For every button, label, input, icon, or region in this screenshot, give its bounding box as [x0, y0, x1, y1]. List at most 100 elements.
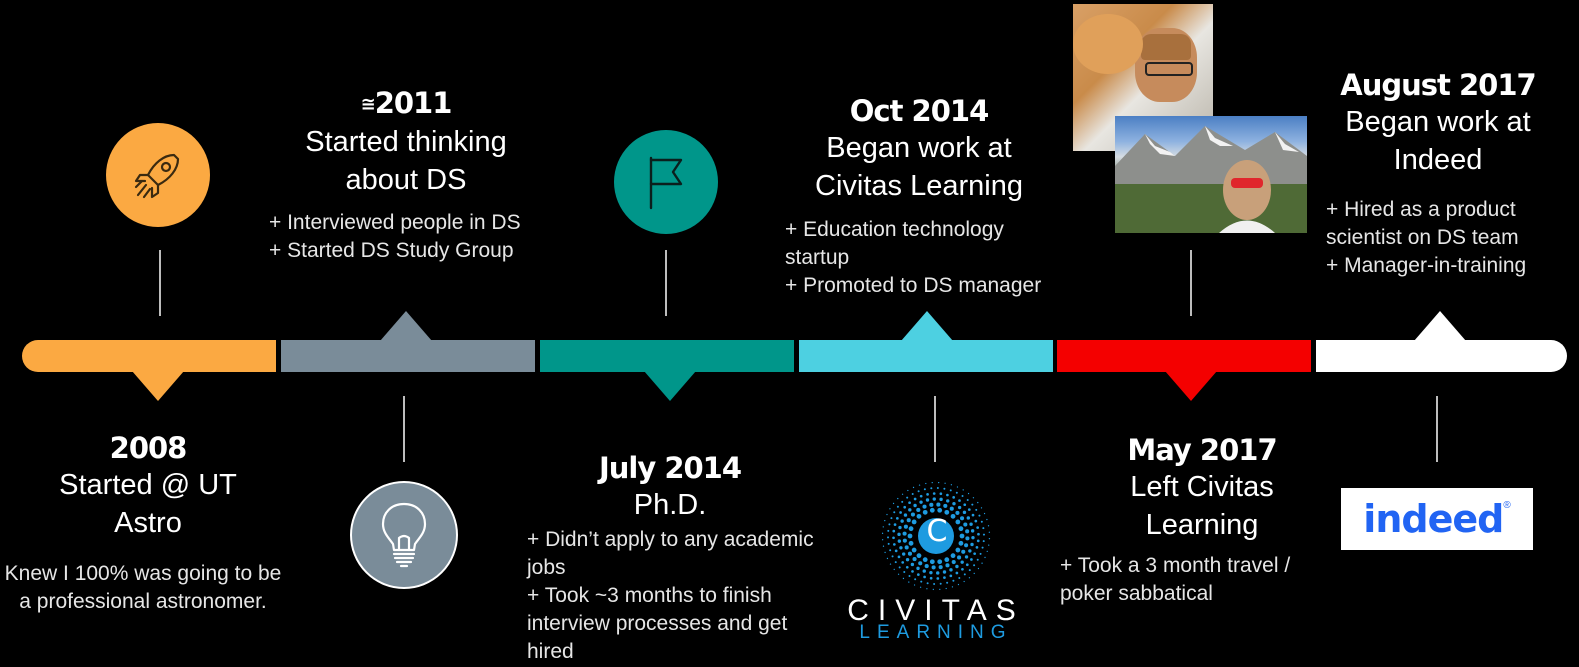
starburst-dot	[911, 519, 917, 525]
starburst-dot	[932, 497, 936, 501]
starburst-dot	[936, 502, 941, 507]
starburst-dot	[923, 488, 926, 491]
starburst-dot	[973, 564, 976, 567]
starburst-dot	[955, 564, 959, 569]
starburst-dot	[895, 516, 899, 520]
civitas-logo-sub: LEARNING	[859, 622, 1013, 643]
flag-icon-circle	[614, 130, 718, 234]
starburst-dot	[942, 570, 947, 574]
starburst-dot	[913, 497, 917, 501]
starburst-dot	[938, 565, 943, 570]
starburst-dot	[931, 482, 933, 484]
starburst-dot	[982, 533, 985, 536]
starburst-dot	[888, 523, 891, 526]
starburst-dot	[973, 572, 975, 575]
starburst-dot	[950, 553, 956, 559]
starburst-dot	[959, 533, 965, 539]
starburst-dot	[910, 562, 915, 567]
starburst-dot	[975, 546, 979, 549]
starburst-dot	[967, 492, 970, 495]
bullet-item: + Interviewed people in DS	[269, 211, 521, 234]
milestone-title-line: Started @ UT	[59, 469, 237, 501]
starburst-dot	[893, 523, 897, 526]
starburst-dot	[914, 578, 917, 581]
starburst-dot	[945, 587, 947, 590]
starburst-dot	[908, 581, 910, 583]
starburst-dot	[957, 583, 960, 586]
starburst-dot	[982, 527, 985, 530]
starburst-dot	[930, 487, 933, 490]
starburst-dot	[911, 570, 914, 573]
connector-line	[159, 250, 161, 316]
connector-line	[665, 250, 667, 316]
starburst-dot	[987, 525, 990, 527]
starburst-dot	[937, 507, 943, 513]
starburst-dot	[932, 588, 934, 591]
starburst-dot	[886, 513, 888, 516]
starburst-dot	[910, 512, 915, 517]
milestone-title-line: Astro	[114, 507, 182, 539]
bullet-item: + Started DS Study Group	[269, 239, 514, 262]
starburst-dot	[988, 544, 990, 546]
starburst-dot	[932, 492, 936, 495]
starburst-dot	[929, 559, 935, 565]
starburst-dot	[926, 582, 929, 585]
starburst-dot	[889, 508, 891, 510]
milestone-title-line: Indeed	[1393, 144, 1483, 176]
starburst-dot	[884, 551, 886, 554]
bullet-item: + Took ~3 months to finish interview pro…	[527, 584, 788, 663]
starburst-dot	[902, 577, 905, 580]
milestone-bullets: + Hired as a product scientist on DS tea…	[1326, 196, 1566, 280]
milestone-bullets: + Interviewed people in DS + Started DS …	[269, 209, 549, 265]
starburst-dot	[904, 545, 909, 550]
timeline-segment-may-2017	[1057, 340, 1311, 372]
starburst-dot	[920, 580, 923, 583]
starburst-dot	[961, 494, 964, 497]
starburst-dot	[936, 577, 940, 580]
milestone-may-2017: May 2017 Left Civitas Learning	[1070, 432, 1334, 544]
bullet-item: + Education technology startup	[785, 218, 1004, 269]
milestone-2011: ≅2011 Started thinking about DS	[268, 85, 544, 199]
starburst-dot	[892, 543, 896, 546]
starburst-dot	[917, 490, 920, 493]
bullet-item: + Took a 3 month travel / poker sabbatic…	[1060, 554, 1291, 605]
milestone-title-line: about DS	[345, 164, 467, 196]
milestone-title-line: Began work at	[1345, 106, 1531, 138]
starburst-dot	[968, 569, 971, 572]
starburst-dot	[949, 506, 954, 511]
starburst-dot	[963, 573, 966, 576]
starburst-dot	[922, 504, 927, 509]
starburst-dot	[898, 566, 901, 569]
starburst-dot	[946, 493, 949, 497]
timeline-segment-oct-2014	[799, 340, 1053, 372]
starburst-dot	[946, 581, 949, 584]
starburst-dot	[938, 482, 940, 484]
starburst-dot	[899, 546, 903, 550]
starburst-dot	[955, 491, 958, 494]
starburst-dot	[925, 498, 930, 502]
starburst-dot	[893, 511, 896, 514]
starburst-dot	[980, 520, 983, 523]
milestone-title-line: Civitas Learning	[815, 170, 1023, 202]
starburst-dot	[923, 575, 926, 579]
bullet-item: + Hired as a product scientist on DS tea…	[1326, 198, 1519, 249]
starburst-dot	[906, 518, 911, 523]
starburst-dot	[903, 524, 908, 529]
starburst-dot	[962, 489, 964, 491]
connector-line	[934, 396, 936, 462]
starburst-dot	[939, 492, 943, 496]
mountain-selfie-photo	[1115, 116, 1307, 233]
starburst-dot	[892, 529, 896, 533]
starburst-dot	[926, 492, 929, 496]
milestone-title-line: Began work at	[826, 132, 1012, 164]
starburst-dot	[971, 503, 974, 506]
starburst-dot	[892, 536, 895, 540]
flag-icon	[649, 156, 683, 210]
starburst-dot	[978, 514, 981, 517]
starburst-dot	[951, 559, 956, 565]
starburst-dot	[974, 519, 978, 523]
starburst-dot	[929, 507, 935, 513]
starburst-dot	[963, 503, 967, 507]
milestone-year: July 2014	[598, 451, 742, 485]
starburst-dot	[960, 560, 964, 564]
